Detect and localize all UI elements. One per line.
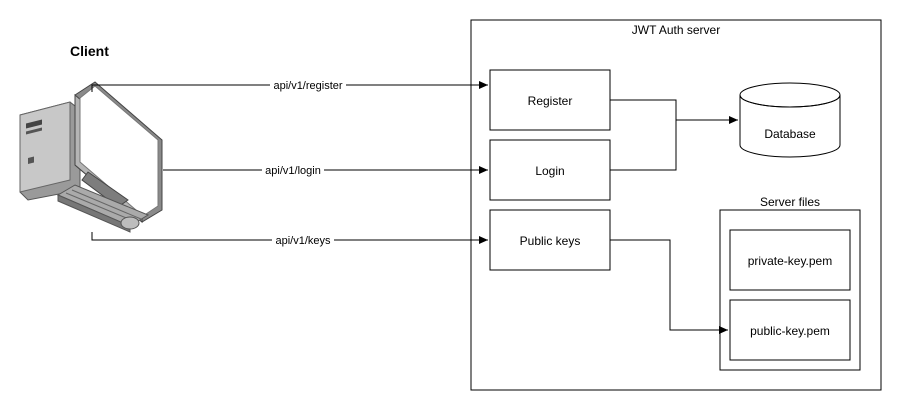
edge-register-label: api/v1/register xyxy=(273,80,342,92)
public-keys-node[interactable] xyxy=(489,209,611,271)
public-key-label: public-key.pem xyxy=(750,324,830,338)
private-key-label: private-key.pem xyxy=(748,254,832,268)
edge-public-keys-to-file xyxy=(610,239,728,334)
login-node-label: Login xyxy=(535,164,564,178)
edge-keys-label: api/v1/keys xyxy=(275,235,331,247)
edge-login-label-bg xyxy=(262,164,324,176)
edge-login-to-database xyxy=(610,120,677,171)
register-node[interactable] xyxy=(489,69,611,131)
edge-login-label: api/v1/login xyxy=(265,165,321,177)
server-files-title: Server files xyxy=(760,195,820,209)
computer-icon xyxy=(19,81,163,233)
private-key-file[interactable] xyxy=(729,229,851,291)
public-key-file[interactable] xyxy=(729,299,851,361)
database-cylinder[interactable] xyxy=(739,82,841,158)
login-node[interactable] xyxy=(489,139,611,201)
public-keys-node-label: Public keys xyxy=(520,234,581,248)
edge-keys xyxy=(91,232,488,244)
edge-keys-label-bg xyxy=(272,234,334,246)
client-label: Client xyxy=(70,43,109,59)
database-label: Database xyxy=(764,127,816,141)
register-node-label: Register xyxy=(528,94,573,108)
edge-register xyxy=(91,81,488,92)
server-title: JWT Auth server xyxy=(632,23,720,37)
edge-register-to-database xyxy=(610,99,738,124)
edge-register-label-bg xyxy=(270,79,346,91)
